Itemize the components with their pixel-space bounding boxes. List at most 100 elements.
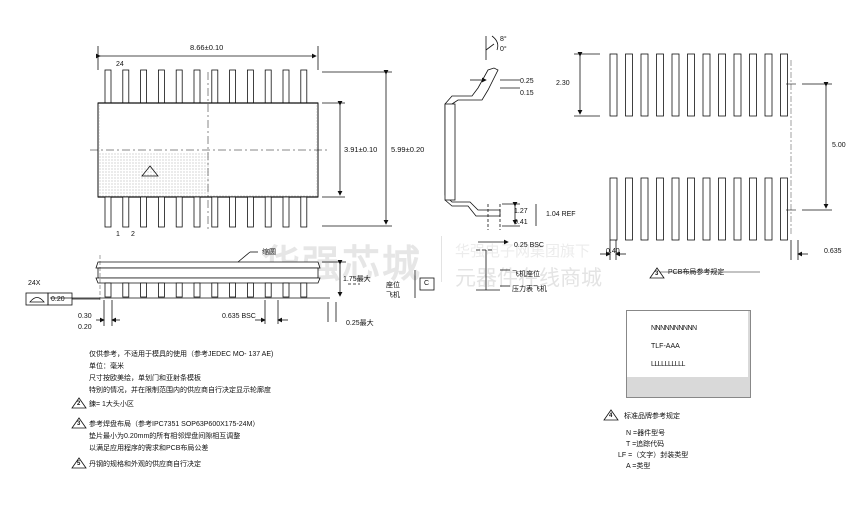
dim-pcb-pad-w: 0.40 — [606, 248, 620, 255]
badge-3-pcb: 3 — [655, 271, 659, 277]
side-lead — [282, 282, 290, 298]
marking-line1: NNNNNNNNNN — [651, 325, 697, 332]
top-lead — [140, 69, 148, 104]
dim-ref: 1.04 REF — [546, 211, 576, 218]
marking-note: 标准品牌参考规定 — [624, 413, 680, 420]
top-lead — [193, 69, 201, 104]
note1-line4: 特别的情况，并在限制范围内的供应商自行决定显示轮廓度 — [89, 387, 271, 394]
dim-top-length: 8.66±0.10 — [190, 43, 224, 52]
note-badges — [71, 267, 665, 469]
pcb-land-pattern — [574, 52, 832, 273]
bottom-lead — [175, 196, 183, 228]
note3-line3: 以满足应用程序的需求和PCB布局公差 — [89, 445, 209, 452]
pcb-note: PCB布局参考规定 — [668, 269, 725, 276]
pcb-bottom-pads — [609, 177, 788, 241]
pcb-bottom-pad — [609, 177, 618, 241]
marking-line3: LLLLLLLLLL — [651, 361, 685, 368]
pcb-bottom-pad — [687, 177, 695, 241]
marking-legend-3: LF =（文字）封装类型 — [618, 452, 689, 459]
note3-line1: 参考焊盘布局（参考IPC7351 SOP63P600X175-24M） — [89, 421, 260, 428]
badge-4: 4 — [609, 413, 613, 419]
side-lead — [300, 282, 308, 298]
dim-foot-max: 1.27 — [514, 208, 528, 215]
note1-line3: 尺寸按欧美绘，单划门和亚射条模板 — [89, 375, 201, 382]
dim-lead-thk-min: 0.15 — [520, 90, 534, 97]
dim-standoff-max: 0.25最大 — [346, 320, 374, 327]
side-lead — [246, 282, 254, 298]
watermark-shop: 元器件在线商城 — [455, 266, 602, 290]
note2: 鍊= 1大头小区 — [89, 401, 134, 408]
dim-pitch: 0.635 BSC — [222, 313, 256, 320]
watermark-subtitle: 华强电子网集团旗下 — [455, 242, 591, 260]
note1-line2: 单位：毫米 — [89, 363, 124, 370]
pin-24-label: 24 — [116, 61, 124, 68]
pin-marker-label: 缩圆 — [262, 249, 276, 256]
pcb-top-pad — [671, 53, 680, 117]
bottom-lead — [193, 196, 201, 228]
dim-lead-width-min: 0.20 — [78, 324, 92, 331]
bottom-lead — [246, 196, 254, 228]
bottom-lead — [300, 196, 308, 228]
pcb-top-pad — [764, 53, 773, 117]
pcb-top-pad — [609, 53, 618, 117]
lead-profile — [444, 35, 537, 291]
pcb-top-pad — [702, 53, 711, 117]
note1-line1: 仅供参考，不适用于模具的使用（参考JEDEC MO- 137 AE) — [89, 351, 274, 358]
note5: 丹钢的规格和外观的供应商自行决定 — [89, 461, 201, 468]
top-lead — [157, 69, 165, 104]
pcb-bottom-pad — [764, 177, 773, 241]
pcb-top-pad — [733, 53, 742, 117]
pcb-bottom-pad — [671, 177, 680, 241]
top-lead — [104, 69, 112, 104]
pcb-bottom-pad — [718, 177, 726, 241]
side-lead — [122, 282, 130, 298]
bottom-lead — [264, 196, 272, 228]
dim-pcb-pitch: 0.635 — [824, 248, 842, 255]
dim-overall-width: 5.99±0.20 — [391, 145, 425, 154]
bottom-lead — [211, 196, 219, 228]
bottom-lead — [229, 196, 237, 228]
pcb-top-pad — [749, 53, 757, 117]
bottom-lead — [104, 196, 112, 228]
side-view — [25, 251, 435, 326]
bottom-lead — [282, 196, 290, 228]
side-lead — [211, 282, 219, 298]
dim-bsc-side: 0.25 BSC — [514, 242, 544, 249]
dim-angle-bottom: 0° — [500, 46, 507, 53]
pin-1-label: 1 — [116, 231, 120, 238]
pcb-bottom-pad — [733, 177, 742, 241]
marking-legend-1: N =器件型号 — [626, 430, 666, 437]
bottom-lead — [140, 196, 148, 228]
bottom-lead — [157, 196, 165, 228]
side-lead — [104, 282, 112, 298]
marking-line2: TLF-AAA — [651, 343, 680, 350]
top-lead — [246, 69, 254, 104]
side-lead — [175, 282, 183, 298]
pcb-bottom-pad — [702, 177, 711, 241]
gauge-plane-label: 飞机座位 — [512, 271, 540, 278]
pcb-top-pad — [625, 53, 633, 117]
dim-angle-top: 8° — [500, 36, 507, 43]
datum-c: C — [424, 280, 430, 287]
pcb-bottom-pad — [780, 177, 788, 241]
side-lead — [264, 282, 272, 298]
tolerance-value: 0.20 — [51, 296, 65, 303]
side-leads — [104, 282, 308, 298]
top-lead — [211, 69, 219, 104]
pcb-bottom-pad — [749, 177, 757, 241]
dim-body-width: 3.91±0.10 — [344, 145, 378, 154]
bottom-leads — [104, 196, 308, 228]
pin-2-label: 2 — [131, 231, 135, 238]
pcb-top-pad — [656, 53, 664, 117]
pcb-bottom-pad — [656, 177, 664, 241]
marking-legend-4: A =类型 — [626, 463, 651, 470]
badge-2: 2 — [77, 401, 81, 407]
top-view — [90, 46, 392, 230]
badge-5: 5 — [77, 461, 81, 467]
top-leads — [104, 69, 308, 104]
badge-3: 3 — [77, 421, 81, 427]
dim-pcb-pad-len: 2.30 — [556, 80, 570, 87]
top-lead — [300, 69, 308, 104]
top-lead — [175, 69, 183, 104]
